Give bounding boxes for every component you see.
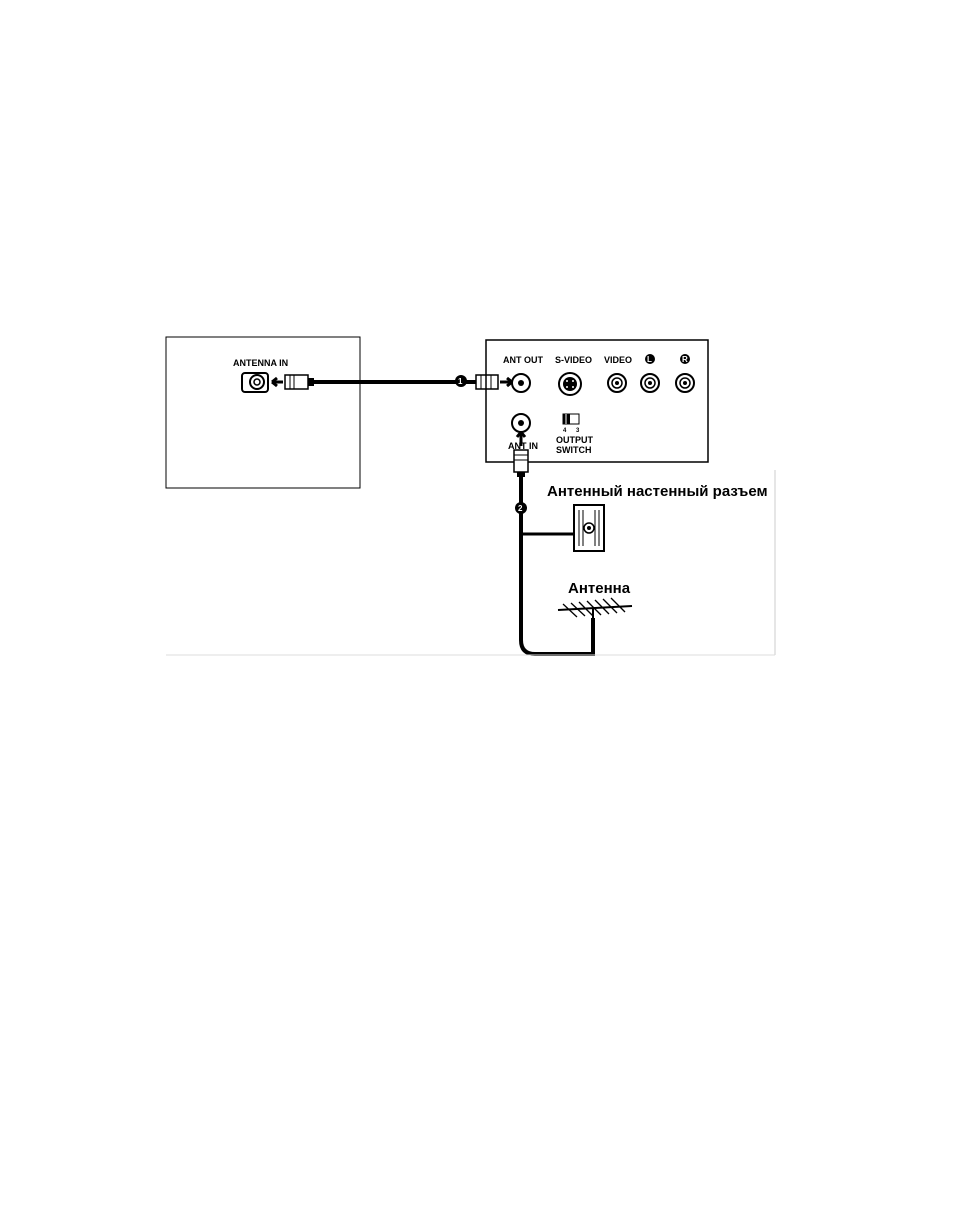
device-panel: ANT OUT S-VIDEO VIDEO L R	[486, 340, 708, 462]
audio-left-jack	[641, 374, 659, 392]
step-2-number: 2	[518, 504, 523, 513]
output-switch-label-line1: OUTPUT	[556, 435, 594, 445]
ant-in-jack	[512, 414, 530, 432]
switch-channel-a: 4	[563, 428, 567, 434]
antenna-icon	[558, 598, 632, 620]
video-jack	[608, 374, 626, 392]
output-switch: 4 3 OUTPUT SWITCH	[556, 414, 594, 455]
audio-right-badge: R	[680, 354, 690, 364]
s-video-label: S-VIDEO	[555, 355, 592, 365]
wall-jack-label: Антенный настенный разъем	[547, 483, 768, 500]
tv-antenna-in-label: ANTENNA IN	[233, 358, 288, 368]
wall-jack-icon	[574, 505, 604, 551]
ant-out-jack	[512, 374, 530, 392]
tv-antenna-in-jack	[242, 373, 268, 392]
audio-left-badge: L	[645, 354, 655, 364]
antenna-label: Антенна	[568, 580, 631, 597]
step-1-badge: 1	[455, 375, 467, 387]
output-switch-label-line2: SWITCH	[556, 445, 592, 455]
step-2-badge: 2	[515, 502, 527, 514]
switch-channel-b: 3	[576, 428, 580, 434]
tv-panel: ANTENNA IN	[166, 337, 360, 488]
cable-2	[521, 477, 593, 654]
coax-plug-device	[476, 375, 498, 389]
s-video-jack	[559, 373, 581, 395]
video-label: VIDEO	[604, 355, 632, 365]
ant-out-label: ANT OUT	[503, 355, 543, 365]
arrow-right-icon	[500, 378, 512, 386]
audio-left-label: L	[647, 355, 652, 364]
audio-right-label: R	[682, 355, 688, 364]
audio-right-jack	[676, 374, 694, 392]
step-1-number: 1	[458, 377, 463, 386]
coax-plug-ant-in	[514, 450, 528, 477]
